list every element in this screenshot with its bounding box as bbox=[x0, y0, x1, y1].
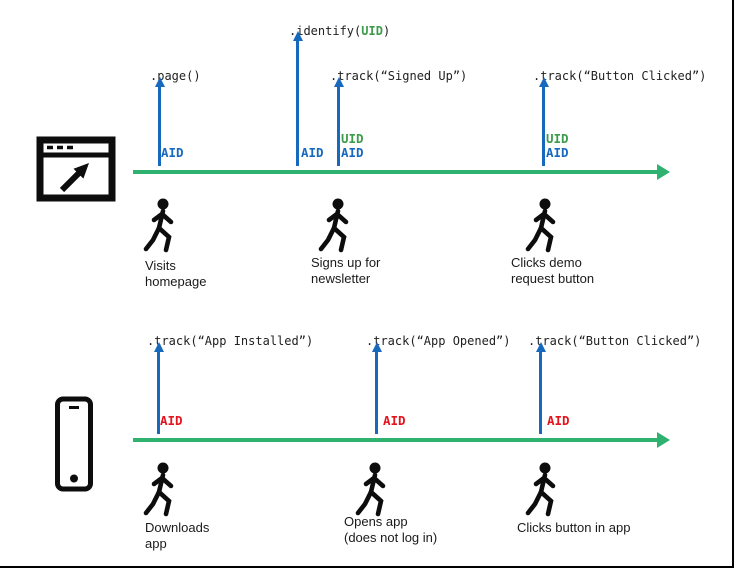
event-code-signed-up: .track(“Signed Up”) bbox=[330, 69, 468, 83]
event-arrow-button-clicked-web bbox=[538, 77, 549, 166]
aid-label: AID bbox=[547, 413, 570, 428]
arrowhead-right-icon bbox=[657, 164, 670, 180]
walking-person-icon bbox=[525, 197, 561, 253]
aid-label: AID bbox=[383, 413, 406, 428]
event-code-app-opened: .track(“App Opened”) bbox=[366, 334, 511, 348]
event-code-app-installed: .track(“App Installed”) bbox=[147, 334, 314, 348]
event-code-button-clicked-mobile: .track(“Button Clicked”) bbox=[528, 334, 702, 348]
walking-person-icon bbox=[143, 197, 179, 253]
actor-caption: Visits homepage bbox=[145, 258, 207, 289]
aid-label: AID bbox=[160, 413, 183, 428]
walking-person-icon bbox=[143, 461, 179, 517]
event-arrow-identify bbox=[292, 31, 303, 166]
arrowhead-up-icon bbox=[371, 342, 382, 352]
browser-window-icon bbox=[36, 136, 116, 202]
arrowhead-up-icon bbox=[154, 77, 165, 87]
arrowhead-right-icon bbox=[657, 432, 670, 448]
uid-label: UID bbox=[341, 131, 364, 146]
actor-caption: Downloads app bbox=[145, 520, 210, 551]
code-uid-arg: UID bbox=[361, 24, 383, 38]
walking-person-icon bbox=[525, 461, 561, 517]
actor-caption: Clicks demo request button bbox=[511, 255, 595, 286]
walking-person-icon bbox=[355, 461, 391, 517]
web-timeline-arrow bbox=[133, 164, 670, 180]
aid-label: AID bbox=[301, 145, 324, 160]
aid-label: AID bbox=[546, 145, 569, 160]
event-arrow-signed-up bbox=[333, 77, 344, 166]
actor-caption: Clicks button in app bbox=[517, 520, 631, 535]
code-post: ) bbox=[382, 24, 391, 38]
event-arrow-app-installed bbox=[153, 342, 164, 434]
event-code-button-clicked-web: .track(“Button Clicked”) bbox=[533, 69, 707, 83]
id-stack-button-clicked-web: UID AID bbox=[546, 132, 569, 160]
id-stack-page: AID bbox=[161, 146, 184, 160]
smartphone-icon bbox=[55, 396, 93, 492]
arrowhead-up-icon bbox=[292, 31, 303, 41]
walking-person-icon bbox=[318, 197, 354, 253]
code-pre: .identify( bbox=[289, 24, 362, 38]
arrowhead-up-icon bbox=[538, 77, 549, 87]
id-stack-identify: AID bbox=[301, 146, 324, 160]
event-arrow-app-opened bbox=[371, 342, 382, 434]
actor-caption: Opens app (does not log in) bbox=[344, 514, 438, 545]
arrowhead-up-icon bbox=[153, 342, 164, 352]
event-arrow-page bbox=[154, 77, 165, 166]
aid-label: AID bbox=[161, 145, 184, 160]
id-stack-button-clicked-mobile: AID bbox=[547, 414, 570, 428]
id-stack-app-installed: AID bbox=[160, 414, 183, 428]
event-code-identify: .identify(UID) bbox=[289, 24, 390, 39]
aid-label: AID bbox=[341, 145, 364, 160]
arrowhead-up-icon bbox=[333, 77, 344, 87]
arrowhead-up-icon bbox=[535, 342, 546, 352]
actor-caption: Signs up for newsletter bbox=[311, 255, 381, 286]
event-arrow-button-clicked-mobile bbox=[535, 342, 546, 434]
mobile-timeline-arrow bbox=[133, 432, 670, 448]
id-stack-signed-up: UID AID bbox=[341, 132, 364, 160]
id-stack-app-opened: AID bbox=[383, 414, 406, 428]
uid-label: UID bbox=[546, 131, 569, 146]
